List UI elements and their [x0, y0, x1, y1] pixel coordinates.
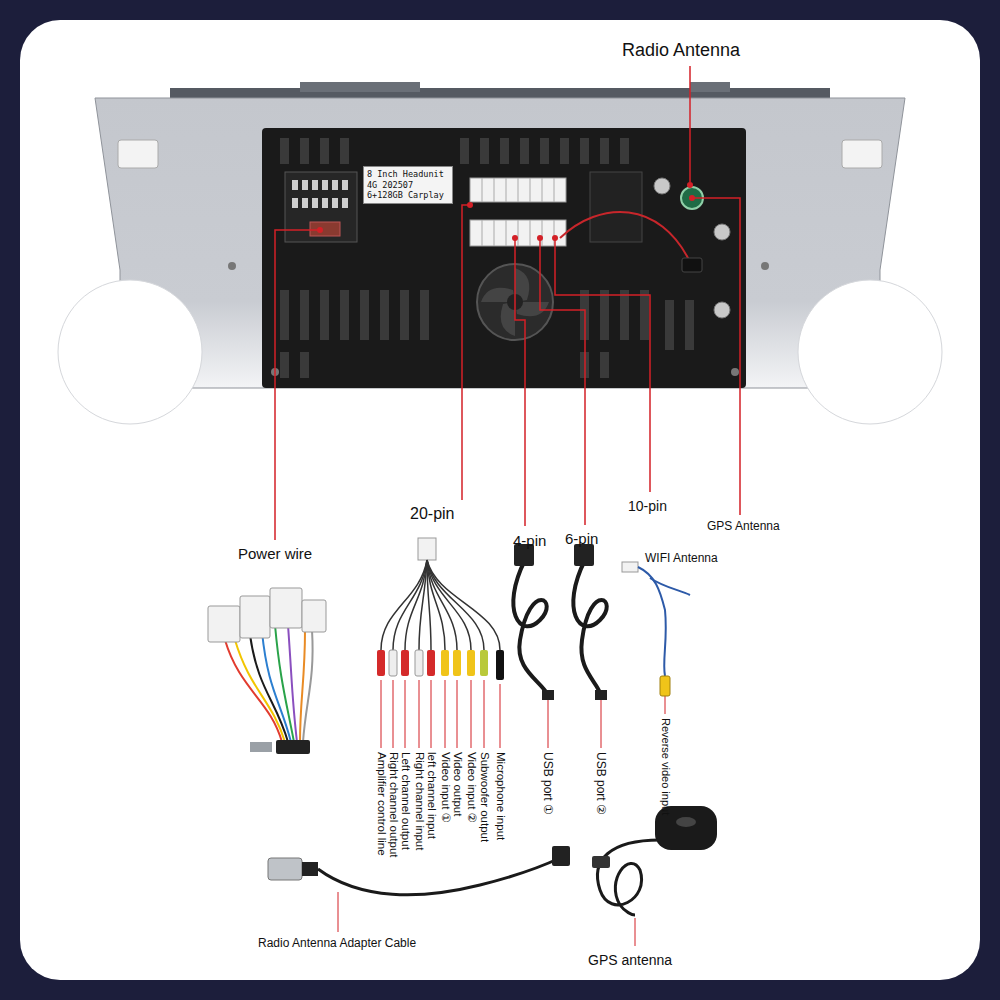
unit-sticker: 8 Inch Headunit 4G 202507 6+128GB Carpla…	[363, 166, 453, 204]
part-label: 4-pin	[513, 532, 546, 549]
wire-label: Video input ②	[464, 752, 477, 823]
usb-cables	[513, 544, 607, 700]
wire-label: Left channel output	[398, 752, 411, 850]
wire-label: Video output	[450, 752, 463, 816]
leader-lines	[275, 66, 740, 540]
part-label: Radio Antenna Adapter Cable	[258, 937, 416, 951]
wire-label: Subwoofer output	[477, 752, 490, 842]
part-label: GPS antenna	[588, 952, 672, 968]
part-label: 6-pin	[565, 530, 598, 547]
wire-label: Right channel output	[386, 752, 399, 858]
head-unit	[58, 82, 942, 424]
part-label: Power wire	[238, 545, 312, 562]
wire-label: USB port ②	[593, 752, 607, 815]
part-label: 20-pin	[410, 505, 454, 523]
wire-label: Right channel input	[412, 752, 425, 850]
wire-label: Reverse video input	[659, 718, 672, 815]
wire-leaders	[338, 680, 665, 946]
wire-label: Video input ①	[438, 752, 451, 823]
gps-antenna-unit	[592, 806, 717, 915]
part-label: Radio Antenna	[622, 40, 740, 61]
part-label: GPS Antenna	[707, 520, 780, 534]
radio-antenna-adapter	[268, 846, 570, 895]
sticker-text: 8 Inch Headunit 4G 202507 6+128GB Carpla…	[367, 169, 449, 201]
wire-label: left channel input	[424, 752, 437, 839]
wire-label: Amplifier control line	[374, 752, 387, 856]
power-harness	[208, 588, 326, 754]
part-label: 10-pin	[628, 498, 667, 514]
wire-label: USB port ①	[540, 752, 554, 815]
20-pin-cable	[377, 538, 504, 680]
wire-label: Microphone input	[493, 752, 506, 840]
wifi-reverse-cable	[622, 562, 690, 696]
part-label: WIFI Antenna	[645, 552, 718, 566]
